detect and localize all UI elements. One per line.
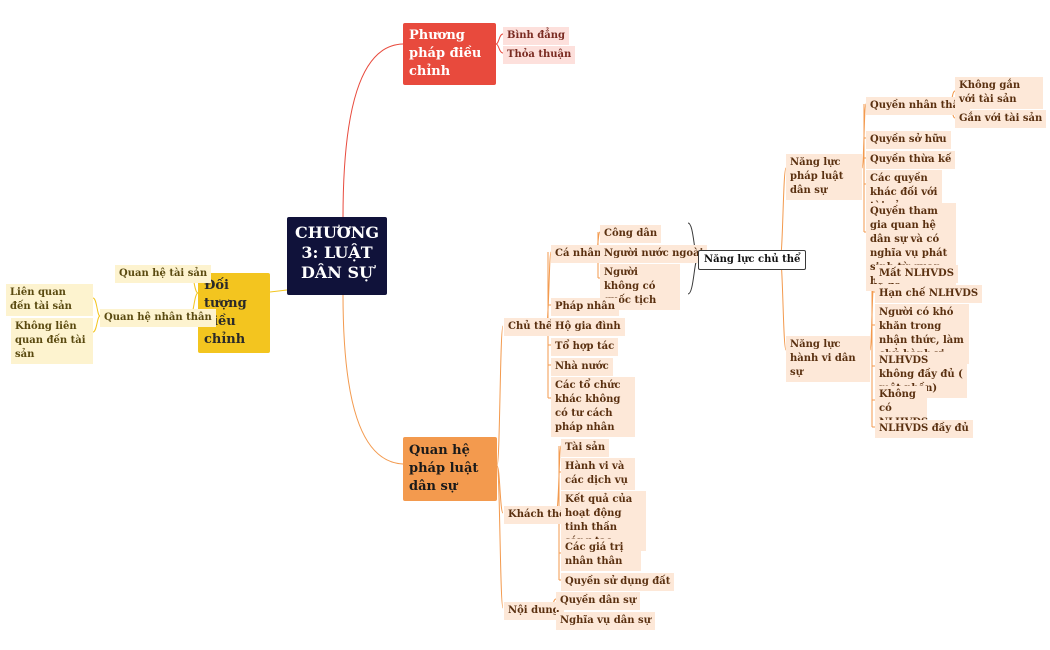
topic-cac-to-chuc-khac[interactable]: Các tổ chức khác không có tư cách pháp n… — [551, 377, 635, 437]
topic-tai-san[interactable]: Tài sản — [561, 439, 610, 457]
topic-quyen-su-dung-dat[interactable]: Quyền sử dụng đất — [561, 573, 675, 591]
topic-quyen-nhan-than[interactable]: Quyền nhân thân — [866, 97, 971, 115]
topic-phap-nhan[interactable]: Pháp nhân — [551, 298, 620, 316]
topic-ho-gia-dinh[interactable]: Hộ gia đình — [551, 318, 625, 336]
topic-han-che-nlhvds[interactable]: Hạn chế NLHVDS — [875, 285, 983, 303]
topic-nlhvds-day-du[interactable]: NLHVDS đầy đủ — [875, 420, 973, 438]
topic-chu-the[interactable]: Chủ thể — [504, 318, 557, 336]
topic-nha-nuoc[interactable]: Nhà nước — [551, 358, 613, 376]
topic-quan-he-tai-san[interactable]: Quan hệ tài sản — [115, 265, 212, 283]
topic-binh-dang[interactable]: Bình đẳng — [503, 27, 570, 45]
topic-nang-luc-hanh-vi-dan-su[interactable]: Năng lực hành vi dân sự — [786, 336, 870, 382]
topic-mat-nlhvds[interactable]: Mất NLHVDS — [875, 265, 958, 283]
topic-gan-voi-tai-san[interactable]: Gắn với tài sản — [955, 110, 1047, 128]
topic-nang-luc-chu-the[interactable]: Năng lực chủ thể — [698, 250, 807, 270]
topic-cong-dan[interactable]: Công dân — [600, 225, 662, 243]
topic-to-hop-tac[interactable]: Tổ hợp tác — [551, 338, 619, 356]
topic-lien-quan-den-tai-san[interactable]: Liên quan đến tài sản — [6, 284, 93, 316]
topic-khach-the[interactable]: Khách thể — [504, 506, 570, 524]
topic-nghia-vu-dan-su[interactable]: Nghĩa vụ dân sự — [556, 612, 655, 630]
topic-quyen-thua-ke[interactable]: Quyền thừa kế — [866, 151, 956, 169]
topic-quan-he-phap-luat-dan-su[interactable]: Quan hệ pháp luật dân sự — [403, 437, 497, 501]
topic-phuong-phap-dieu-chinh[interactable]: Phương pháp điều chỉnh — [403, 23, 496, 85]
topic-nang-luc-phap-luat-dan-su[interactable]: Năng lực pháp luật dân sự — [786, 154, 862, 200]
topic-cac-gia-tri-nhan-than[interactable]: Các giá trị nhân thân — [561, 539, 641, 571]
topic-khong-lien-quan-den-tai-san[interactable]: Không liên quan đến tài sản — [11, 318, 93, 364]
root-topic[interactable]: CHƯƠNG 3: LUẬT DÂN SỰ — [287, 217, 387, 295]
topic-hanh-vi-va-cac-dich-vu[interactable]: Hành vi và các dịch vụ — [561, 458, 635, 490]
topic-thoa-thuan[interactable]: Thỏa thuận — [503, 46, 576, 64]
topic-quyen-so-huu[interactable]: Quyền sở hữu — [866, 131, 951, 149]
topic-nguoi-nuoc-ngoai[interactable]: Người nước ngoài — [600, 245, 708, 263]
topic-ca-nhan[interactable]: Cá nhân — [551, 245, 606, 263]
topic-khong-gan-voi-tai-san[interactable]: Không gắn với tài sản — [955, 77, 1043, 109]
topic-noi-dung[interactable]: Nội dung — [504, 602, 564, 620]
topic-quyen-dan-su[interactable]: Quyền dân sự — [556, 592, 641, 610]
topic-quan-he-nhan-than[interactable]: Quan hệ nhân thân — [100, 309, 216, 327]
